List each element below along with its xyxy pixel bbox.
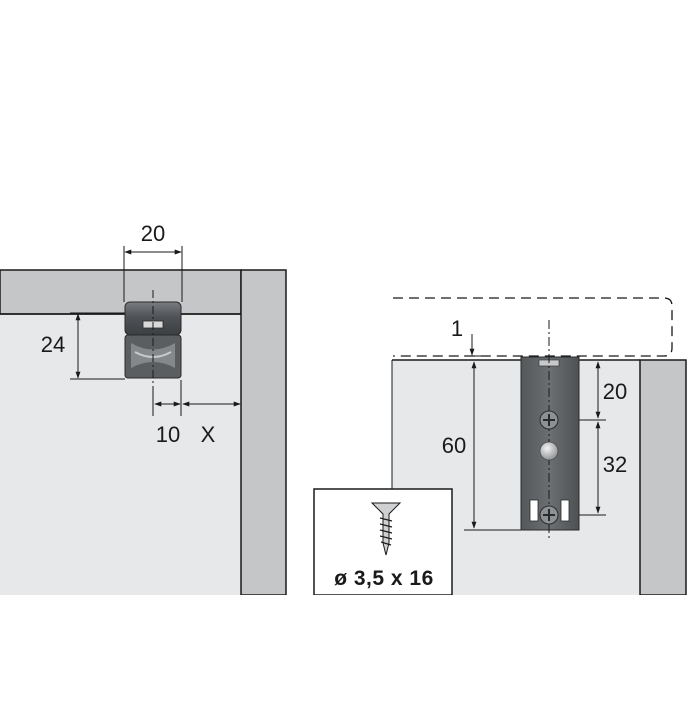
mounting-plate (520, 320, 580, 540)
dim-depth-60: 60 (442, 361, 521, 531)
dim-width-20: 20 (123, 221, 183, 302)
dim-plate-right: 20 32 (579, 361, 627, 516)
lower-screw-icon (539, 505, 559, 525)
screw-icon (370, 502, 402, 556)
dim-height-label: 24 (41, 332, 65, 357)
dim-offset-label: 10 (156, 422, 180, 447)
right-view: 1 60 20 32 (391, 297, 687, 596)
dim-height-24: 24 (41, 312, 125, 380)
left-side-board (240, 269, 287, 596)
screw-box: ø 3,5 x 16 (313, 488, 453, 596)
left-top-board (0, 269, 242, 315)
left-view: 20 24 10 X (0, 221, 287, 596)
dim-upper-label: 20 (603, 379, 627, 404)
upper-screw-icon (539, 410, 559, 430)
dim-gap-1: 1 (451, 316, 485, 357)
screw-size-label: ø 3,5 x 16 (334, 567, 434, 590)
dim-offsets: 10 X (152, 380, 241, 447)
dim-gap-label: 1 (451, 316, 463, 341)
left-slot (529, 499, 539, 522)
dim-depth-label: 60 (442, 433, 466, 458)
dashed-top-panel (393, 297, 673, 357)
dim-spacing-label: 32 (603, 452, 627, 477)
right-side-board (639, 359, 687, 596)
right-slot (560, 499, 570, 522)
dim-variable-label: X (201, 422, 216, 447)
ball-detent (539, 441, 559, 461)
dim-width-label: 20 (141, 221, 165, 246)
left-panel (0, 314, 241, 595)
cabinet-clip (124, 290, 182, 392)
